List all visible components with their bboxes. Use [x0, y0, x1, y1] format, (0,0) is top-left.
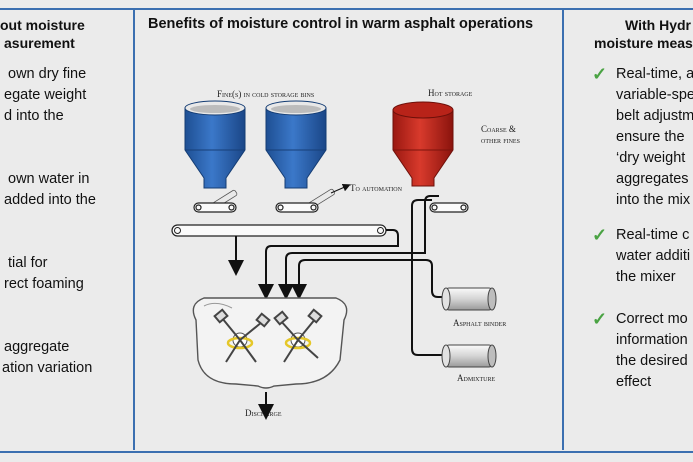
asphalt-binder-tank	[441, 287, 497, 311]
left-item-4: aggregate ation variation	[0, 337, 92, 379]
right-header: moisture meas	[594, 34, 693, 52]
left-line: aggregate	[4, 339, 70, 355]
hot-storage-bin	[392, 101, 454, 187]
automation-label: To automation	[350, 183, 403, 193]
left-header-line: asurement	[4, 35, 75, 51]
admixture-label: Admixture	[457, 373, 495, 383]
left-divider	[133, 10, 135, 450]
right-divider	[562, 10, 564, 450]
left-item-3: tial for rect foaming	[0, 253, 84, 295]
left-line: own dry fine	[8, 66, 87, 82]
left-line: added into the	[4, 192, 96, 208]
flow-lines	[228, 195, 446, 420]
left-line: tial for	[8, 255, 48, 271]
left-item-2: own water in added into the	[0, 169, 96, 211]
check-icon: ✓	[592, 225, 608, 245]
coarse-label: Coarse &	[481, 124, 516, 134]
cold-bin-1	[184, 100, 246, 189]
right-header: With Hydr	[625, 16, 691, 34]
binder-label: Asphalt binder	[453, 318, 506, 328]
cold-bin-2	[265, 100, 327, 189]
right-line: variable-spe	[616, 87, 693, 103]
fines-storage-label: Fine(s) in cold storage bins	[217, 89, 314, 99]
right-line: ‘dry weight	[616, 150, 686, 166]
right-line: water additi	[616, 248, 691, 264]
right-line: belt adjustm	[616, 108, 693, 124]
main-conveyor-belt	[171, 224, 387, 237]
check-icon: ✓	[592, 64, 608, 84]
discharge-label: Discharge	[245, 408, 282, 418]
left-item-1: own dry fine egate weight d into the	[0, 64, 86, 127]
left-line: d into the	[4, 108, 64, 124]
check-icon: ✓	[592, 309, 608, 329]
right-line: the desired	[616, 353, 688, 369]
right-line: aggregates	[616, 171, 689, 187]
right-line: into the mix	[616, 192, 691, 208]
right-item-1: Real-time, a variable-spe belt adjustm e…	[616, 64, 693, 211]
right-header-line: With Hydr	[625, 17, 691, 33]
right-item-2: Real-time c water additi the mixer	[616, 225, 690, 288]
hot-storage-label: Hot storage	[428, 88, 473, 98]
right-line: Real-time, a	[616, 66, 693, 82]
right-line: Correct mo	[616, 311, 688, 327]
right-line: the mixer	[616, 269, 676, 285]
left-line: own water in	[8, 171, 90, 187]
bottom-border	[0, 451, 693, 453]
left-header: out moisture asurement	[0, 16, 85, 52]
right-line: information	[616, 332, 688, 348]
top-border	[0, 8, 693, 10]
right-line: effect	[616, 374, 652, 390]
left-header-line: out moisture	[0, 17, 85, 33]
coarse-label: other fines	[481, 135, 520, 145]
diagram-title: Benefits of moisture control in warm asp…	[148, 16, 534, 32]
right-line: ensure the	[616, 129, 685, 145]
pugmill-mixer	[192, 297, 348, 389]
left-line: rect foaming	[4, 276, 84, 292]
right-line: Real-time c	[616, 227, 690, 243]
right-item-3: Correct mo information the desired effec…	[616, 309, 688, 393]
left-line: ation variation	[2, 360, 93, 376]
feeder-belts	[193, 202, 469, 213]
right-header-line: moisture meas	[594, 35, 693, 51]
left-line: egate weight	[4, 87, 87, 103]
admixture-tank	[441, 344, 497, 368]
